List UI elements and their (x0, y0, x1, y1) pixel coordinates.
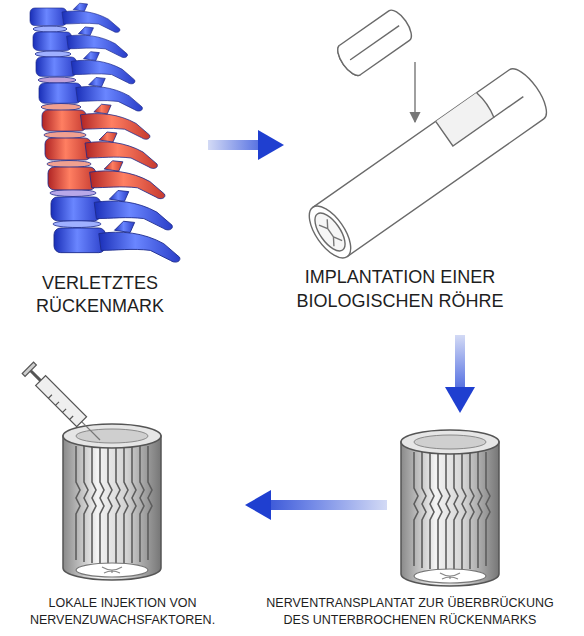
stage-label: IMPLANTATION EINER BIOLOGISCHEN RÖHRE (250, 265, 550, 313)
flow-arrow (265, 500, 387, 510)
flow-arrow (208, 140, 264, 150)
tube-illustration (301, 6, 553, 264)
stage-node: LOKALE INJEKTION VON NERVENZUWACHSFAKTOR… (10, 372, 185, 590)
graft-illustration (401, 430, 499, 586)
stage-node: VERLETZTES RÜCKENMARK (20, 0, 180, 262)
spine-illustration (30, 3, 180, 262)
stage-node: NERVENTRANSPLANTAT ZUR ÜBERBRÜCKUNG DES … (395, 425, 505, 590)
stage-label: NERVENTRANSPLANTAT ZUR ÜBERBRÜCKUNG DES … (255, 595, 565, 629)
stage-caption: LOKALE INJEKTION VON NERVENZUWACHSFAKTOR… (20, 595, 225, 629)
stage-caption: NERVENTRANSPLANTAT ZUR ÜBERBRÜCKUNG DES … (255, 595, 565, 629)
stage-label: LOKALE INJEKTION VON NERVENZUWACHSFAKTOR… (20, 595, 225, 629)
flow-arrow (455, 335, 465, 393)
stage-node: IMPLANTATION EINER BIOLOGISCHEN RÖHRE (290, 20, 550, 255)
stage-caption: VERLETZTES RÜCKENMARK (25, 272, 175, 318)
injection-illustration (22, 362, 161, 580)
stage-label: VERLETZTES RÜCKENMARK (25, 272, 175, 318)
stage-caption: IMPLANTATION EINER BIOLOGISCHEN RÖHRE (250, 265, 550, 313)
